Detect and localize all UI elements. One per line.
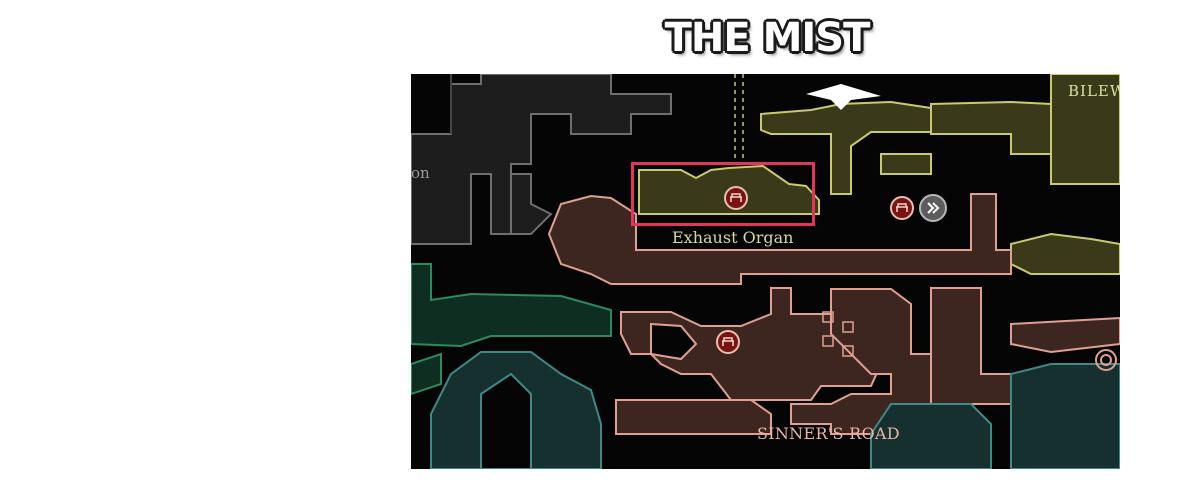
map-view[interactable]: on BILEW Exhaust Organ SINNER'S ROAD <box>411 74 1120 469</box>
bench-icon[interactable] <box>724 186 748 210</box>
bilewater-area-label: BILEW <box>1068 82 1120 100</box>
bench-icon[interactable] <box>890 196 914 220</box>
sinners-road-area-label: SINNER'S ROAD <box>757 424 900 443</box>
fast-travel-icon[interactable] <box>919 194 947 222</box>
map-region-title: THE MIST <box>664 15 871 61</box>
highlight-frame <box>631 162 815 226</box>
partial-area-label: on <box>411 164 430 182</box>
red-region <box>547 193 1012 435</box>
green-region <box>411 263 612 396</box>
bench-icon[interactable] <box>716 330 740 354</box>
fleur-emblem <box>806 84 881 110</box>
map-terrain <box>411 74 1120 469</box>
grey-region <box>411 74 672 245</box>
teal-region <box>430 351 1120 469</box>
crate-grid <box>822 311 854 357</box>
exhaust-organ-area-label: Exhaust Organ <box>672 228 794 247</box>
